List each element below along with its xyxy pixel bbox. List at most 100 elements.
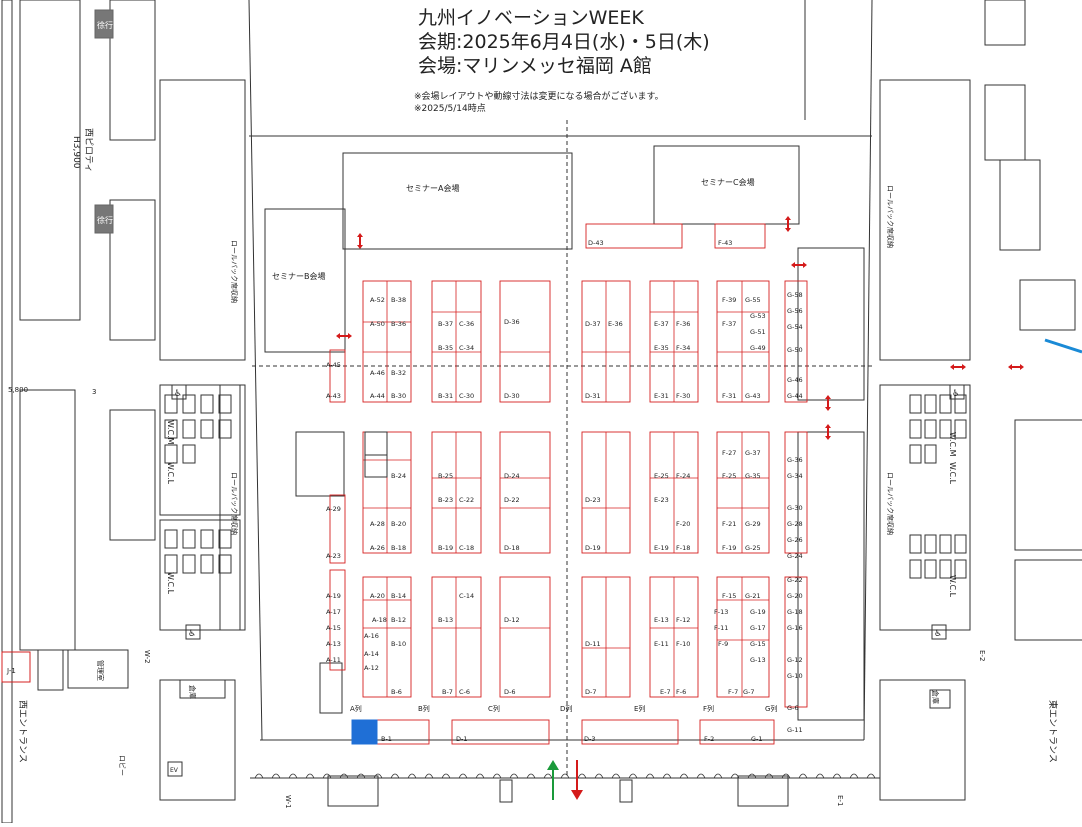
roll-storage-label-e1: ロールバック席収納 <box>886 185 895 248</box>
booth-f-43: F-43 <box>718 239 732 247</box>
roll-storage-label-w2: ロールバック席収納 <box>230 472 239 535</box>
wc-m-label-w: W.C.M <box>166 420 175 445</box>
facade-arch <box>543 773 553 779</box>
booth-b-20: B-20 <box>391 520 406 528</box>
facade-arch <box>577 773 587 779</box>
west-control-room <box>67 649 129 689</box>
wc-stall <box>182 444 196 464</box>
booth-f-11: F-11 <box>714 624 728 632</box>
booth-g-13: G-13 <box>750 656 766 664</box>
east-entrance-label: 東エントランス <box>1047 700 1059 763</box>
wc-stall <box>939 394 952 414</box>
booth-c-36: C-36 <box>459 320 474 328</box>
column-label-b: B列 <box>418 704 430 713</box>
control-label-w: 管理室 <box>96 660 105 681</box>
booth-f-30: F-30 <box>676 392 690 400</box>
facade-arch <box>849 773 859 779</box>
booth-g-22: G-22 <box>787 576 803 584</box>
booth-b-1: B-1 <box>381 735 392 743</box>
booth-g-58: G-58 <box>787 291 803 299</box>
booth-g-28: G-28 <box>787 520 803 528</box>
wc-stall <box>200 419 214 439</box>
wc-stall <box>909 444 922 464</box>
booth-d-12: D-12 <box>504 616 520 624</box>
booth-f-27: F-27 <box>722 449 736 457</box>
west-core-mid <box>109 199 156 341</box>
wc-stall <box>164 444 178 464</box>
facade-arch <box>424 773 434 779</box>
booth-e-11: E-11 <box>654 640 669 648</box>
booth-a-15: A-15 <box>326 624 341 632</box>
booth-g-35: G-35 <box>745 472 761 480</box>
wc-stall <box>954 534 967 554</box>
booth-e-7: E-7 <box>660 688 671 696</box>
column-label-d: D列 <box>560 704 572 713</box>
facade-arch <box>390 773 400 779</box>
booth-d-24: D-24 <box>504 472 520 480</box>
booth-a-26: A-26 <box>370 544 385 552</box>
east-service-block <box>879 679 966 801</box>
booth-g-50: G-50 <box>787 346 803 354</box>
accessible-icon: ♿ <box>934 629 942 639</box>
booth-d-19: D-19 <box>585 544 601 552</box>
booth-b-19: B-19 <box>438 544 453 552</box>
facade-arch <box>713 773 723 779</box>
booth-g-15: G-15 <box>750 640 766 648</box>
j1-label: J-1 <box>6 667 16 675</box>
seminar-b-label: セミナーB会場 <box>272 271 326 281</box>
west-entrance-label: 西エントランス <box>17 700 28 763</box>
west-pilotis-label: 西ピロティ <box>83 128 94 172</box>
wc-stall <box>218 529 232 549</box>
west-roll-storage-2 <box>219 384 246 631</box>
wc-l-label-w2: W.C.L <box>166 572 175 595</box>
east-core-mid <box>984 84 1026 161</box>
facade-arch <box>441 773 451 779</box>
map-notes: ※会場レイアウトや動線寸法は変更になる場合がございます。 ※2025/5/14時… <box>414 91 664 115</box>
facade-arch <box>458 773 468 779</box>
slow-sign-text-2: 徐行 <box>97 215 113 225</box>
east-wc-block <box>879 384 971 631</box>
booth-f-20: F-20 <box>676 520 690 528</box>
w1-label: W-1 <box>284 795 292 809</box>
wc-stall <box>182 554 196 574</box>
west-pillar-box <box>37 649 64 691</box>
booth-g-10: G-10 <box>787 672 803 680</box>
west-stair-block-top <box>19 0 81 321</box>
facade-arch <box>254 773 264 779</box>
booth-a-18: A-18 <box>372 616 387 624</box>
booth-g-6: G-6 <box>787 704 799 712</box>
west-core-lower <box>109 409 156 541</box>
accessible-icon-e1 <box>949 384 965 400</box>
slow-sign-bg-2 <box>94 204 114 234</box>
accessible-icon-w1 <box>171 384 187 400</box>
wc-stall <box>939 559 952 579</box>
booth-d-30: D-30 <box>504 392 520 400</box>
booth-f-34: F-34 <box>676 344 690 352</box>
east-core-top <box>984 0 1026 46</box>
booth-g-34: G-34 <box>787 472 803 480</box>
facade-arch <box>509 773 519 779</box>
booth-f-18: F-18 <box>676 544 690 552</box>
wc-stall <box>218 419 232 439</box>
east-lounge-box-2 <box>797 431 865 721</box>
seminar-c-label: セミナーC会場 <box>701 177 755 187</box>
double-arrow-icon <box>825 395 831 411</box>
booth-f-25: F-25 <box>722 472 736 480</box>
double-arrow-icon <box>336 333 352 339</box>
booth-a-17: A-17 <box>326 608 341 616</box>
east-roll-storage <box>879 79 971 361</box>
booth-g-21: G-21 <box>745 592 761 600</box>
accessible-icon-e2 <box>931 624 947 640</box>
booth-b-30: B-30 <box>391 392 406 400</box>
ev-box <box>167 761 183 777</box>
east-stair <box>999 159 1041 251</box>
booth-g-36: G-36 <box>787 456 803 464</box>
booth-unit <box>364 454 388 478</box>
wc-l-label-w: W.C.L <box>166 462 175 485</box>
exit-arrow-icon <box>571 760 583 800</box>
note-layout: ※会場レイアウトや動線寸法は変更になる場合がございます。 <box>414 92 664 102</box>
booth-d-22: D-22 <box>504 496 520 504</box>
east-lounge-box <box>797 247 865 401</box>
wc-stall <box>164 554 178 574</box>
